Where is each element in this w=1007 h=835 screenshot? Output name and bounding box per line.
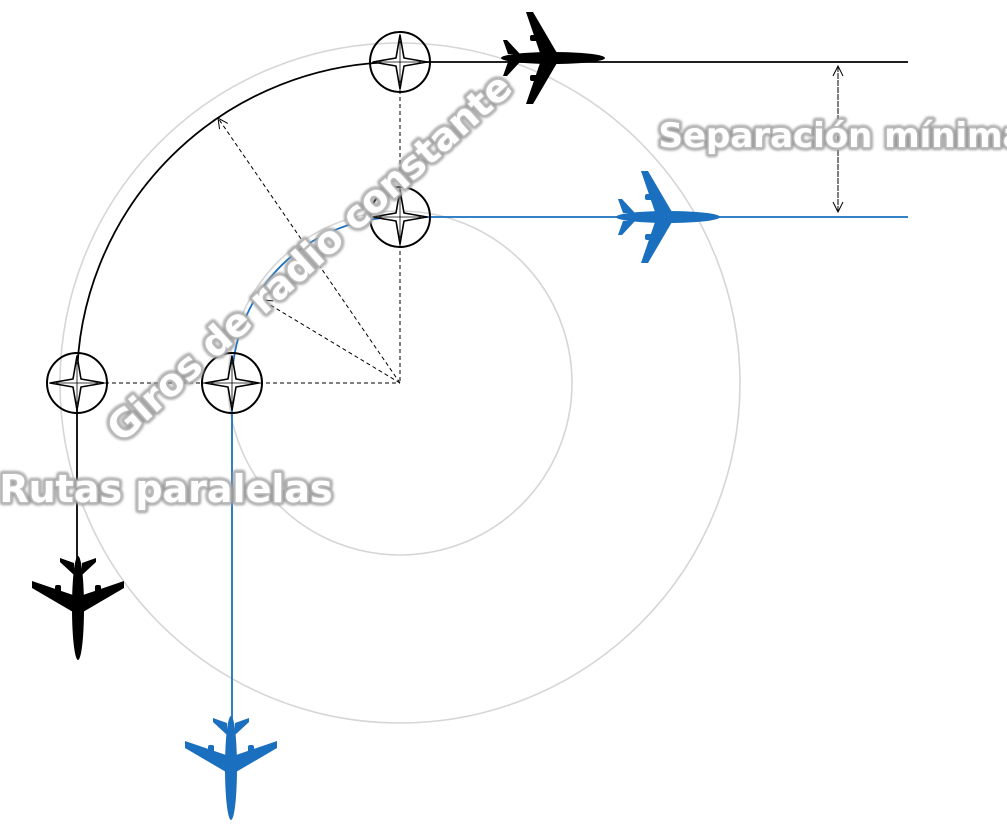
compass-rose-waypoint-icon <box>369 31 431 93</box>
parallel-routes-label-glow: Rutas paralelas <box>0 467 333 511</box>
separation-label-glow: Separación mínima <box>658 116 1007 156</box>
outer-route-path <box>76 61 908 632</box>
inner-route-path <box>231 216 908 798</box>
airliner-silhouette-icon <box>185 716 277 820</box>
airliner-silhouette-icon <box>32 556 124 660</box>
constant-radius-label-group: Giros de radio constante Giros de radio … <box>95 61 523 453</box>
construction-lines <box>77 62 838 384</box>
airliner-silhouette-icon <box>501 12 605 104</box>
parallel-routes-label: Rutas paralelas <box>0 467 333 511</box>
separation-label-group: Separación mínima Separación mínima <box>655 113 1007 159</box>
airliner-silhouette-icon <box>616 171 720 263</box>
constant-radius-turns-label: Giros de radio constante <box>98 64 520 450</box>
compass-rose-waypoint-icon <box>46 352 108 414</box>
inner-radius-arrow <box>262 300 401 384</box>
minimum-separation-label: Separación mínima <box>658 116 1007 156</box>
outer-radius-arrow <box>218 118 401 384</box>
parallel-routes-label-group: Rutas paralelas Rutas paralelas <box>0 464 336 514</box>
